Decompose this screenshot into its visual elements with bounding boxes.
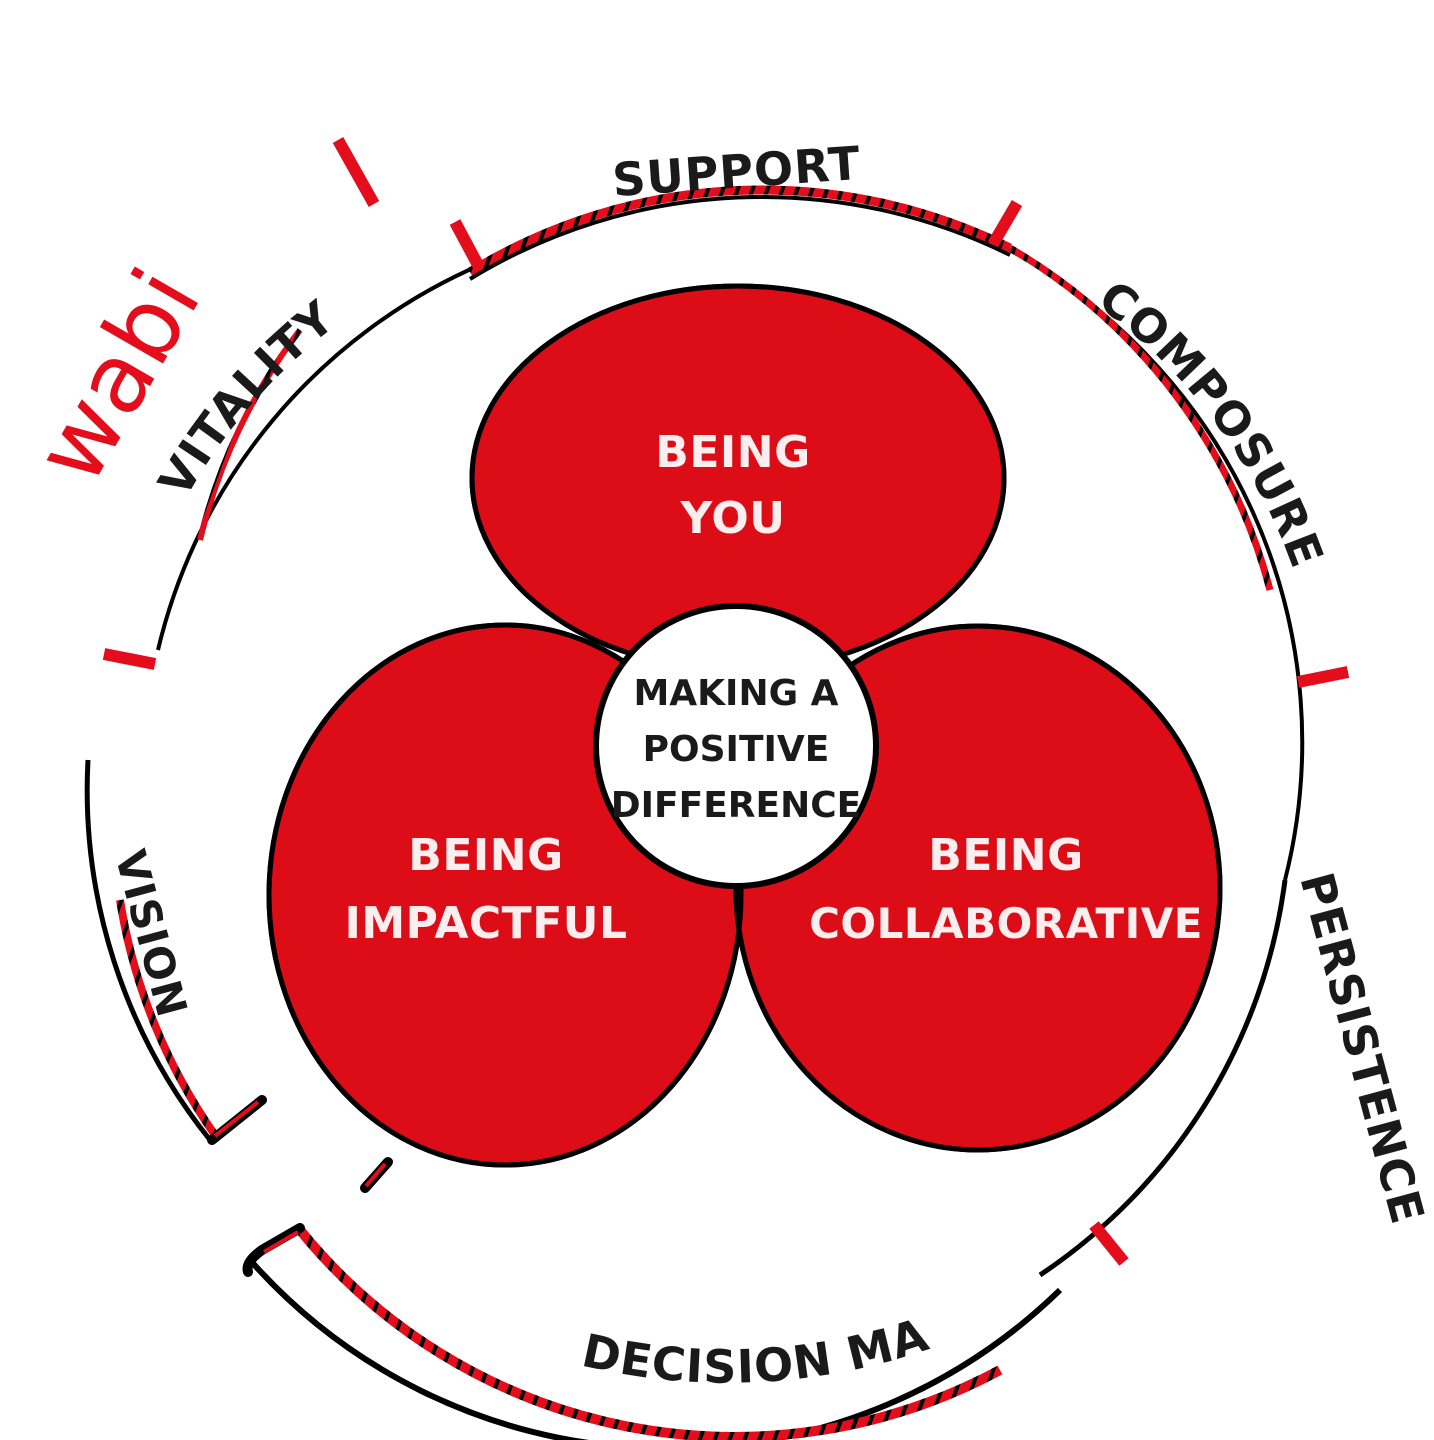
tick-mark bbox=[1296, 666, 1350, 688]
ring-arc-right-lower bbox=[1038, 879, 1288, 1278]
label-center-line1: MAKING A bbox=[633, 673, 838, 714]
striped-band-left bbox=[197, 328, 303, 541]
center-circle bbox=[593, 603, 879, 889]
tick-marks bbox=[102, 137, 1350, 1266]
label-being-you-line1: BEING bbox=[655, 427, 810, 478]
venn-labels: BEING YOU BEING IMPACTFUL BEING COLLABOR… bbox=[344, 427, 1202, 949]
ring-label-persistence: PERSISTENCE bbox=[1289, 867, 1434, 1230]
tick-mark bbox=[449, 219, 484, 268]
ring-arc-left-upper bbox=[156, 263, 481, 651]
tick-mark bbox=[987, 199, 1023, 248]
striped-band-top bbox=[467, 185, 1012, 276]
tick-mark bbox=[332, 137, 380, 207]
bracket-hook-lower-fill bbox=[262, 1230, 300, 1254]
label-being-collaborative-line2: COLLABORATIVE bbox=[809, 899, 1203, 948]
label-center-line2: POSITIVE bbox=[643, 729, 830, 770]
bracket-hook-lower bbox=[242, 1223, 305, 1277]
ring-arc-left bbox=[84, 759, 212, 1142]
label-being-impactful-line2: IMPACTFUL bbox=[344, 898, 627, 949]
bracket-dash-fill bbox=[364, 1162, 387, 1188]
label-being-you-line2: YOU bbox=[680, 493, 786, 544]
outline-being-impactful bbox=[266, 622, 744, 1168]
striped-band-vision bbox=[116, 899, 219, 1138]
ring-arc-bottom bbox=[247, 1258, 1063, 1440]
striped-band-bottom bbox=[296, 1226, 1003, 1440]
ring-label-composure-text: COMPOSURE bbox=[1089, 270, 1334, 575]
ring-label-vision: VISION bbox=[105, 845, 197, 1023]
tick-mark bbox=[102, 648, 157, 670]
striped-band-right bbox=[1008, 244, 1274, 591]
venn-circles bbox=[266, 283, 1223, 1168]
striped-band-top-shadow bbox=[468, 194, 1011, 281]
tick-mark bbox=[1089, 1221, 1129, 1266]
outer-ring bbox=[84, 185, 1305, 1440]
label-center-line3: DIFFERENCE bbox=[611, 785, 862, 826]
ring-label-composure: COMPOSURE bbox=[1089, 270, 1335, 575]
bracket-hook-upper-fill bbox=[213, 1100, 260, 1138]
label-being-collaborative-line1: BEING bbox=[928, 830, 1083, 881]
label-being-impactful-line1: BEING bbox=[408, 830, 563, 881]
